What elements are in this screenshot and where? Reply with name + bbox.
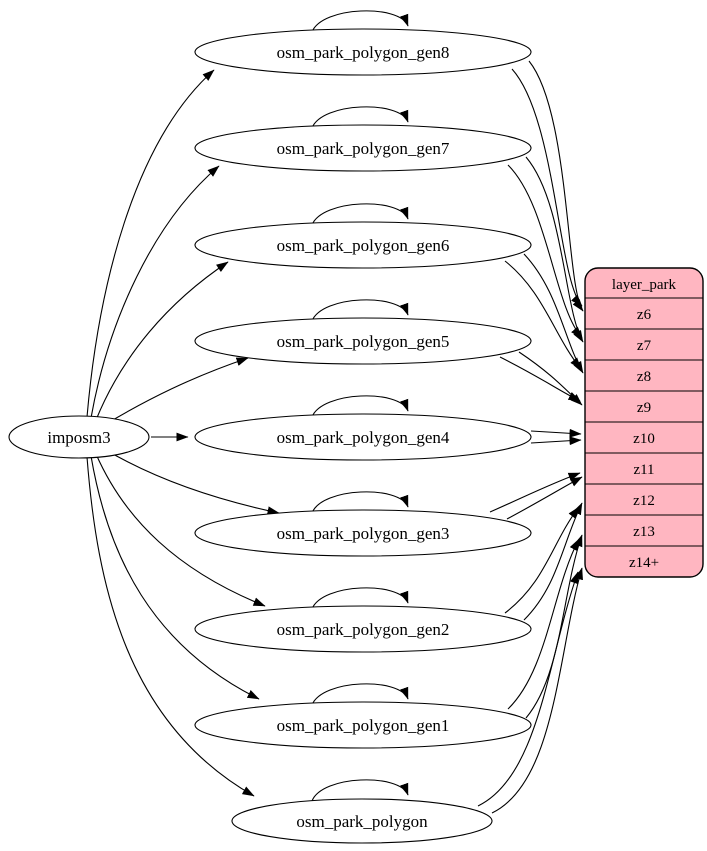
gen6-label: osm_park_polygon_gen6 xyxy=(277,236,450,255)
gen8-ellipse xyxy=(194,28,532,76)
self-loop-gen6 xyxy=(311,203,409,226)
self-loop-gen2 xyxy=(311,587,409,610)
edge-gen4-to-z10-b xyxy=(530,436,582,446)
gen4-label: osm_park_polygon_gen4 xyxy=(277,428,450,447)
gen1-ellipse xyxy=(194,701,532,749)
edge-gen2-to-z12-b xyxy=(523,502,583,621)
self-loop-edges xyxy=(311,10,409,802)
edge-imposm3-to-gen7 xyxy=(90,165,220,419)
gen8-label: osm_park_polygon_gen8 xyxy=(277,43,450,62)
edge-polygon-to-z14-b xyxy=(491,567,583,814)
edge-gen1-to-z13-a xyxy=(507,538,580,710)
layer-row-z9: z9 xyxy=(637,400,651,416)
gen2-ellipse xyxy=(194,605,532,653)
node-osm_park_polygon: osm_park_polygon xyxy=(231,798,493,844)
edge-imposm3-to-gen8 xyxy=(86,69,215,418)
node-osm_park_polygon_gen6: osm_park_polygon_gen6 xyxy=(194,221,532,269)
gen2-label: osm_park_polygon_gen2 xyxy=(277,620,450,639)
edge-imposm3-to-polygon xyxy=(86,456,255,797)
self-loop-gen5 xyxy=(311,299,409,322)
edge-gen7-to-z7-b xyxy=(525,156,584,343)
edge-imposm3-to-gen3 xyxy=(105,449,280,515)
polygon-label: osm_park_polygon xyxy=(296,812,428,831)
edge-imposm3-to-gen6 xyxy=(95,261,229,421)
gen5-label: osm_park_polygon_gen5 xyxy=(277,332,450,351)
edge-gen3-to-z11-b xyxy=(506,476,583,520)
gen7-ellipse xyxy=(194,124,532,172)
edges-to-layer xyxy=(477,60,584,814)
node-osm_park_polygon_gen8: osm_park_polygon_gen8 xyxy=(194,28,532,76)
gen1-label: osm_park_polygon_gen1 xyxy=(277,716,450,735)
edge-imposm3-to-gen2 xyxy=(95,453,266,607)
node-layer_park: layer_park z6 z7 z8 z9 z10 z11 z12 z13 z… xyxy=(584,267,704,578)
node-osm_park_polygon_gen3: osm_park_polygon_gen3 xyxy=(194,509,532,557)
edge-gen6-to-z8-b xyxy=(523,253,584,374)
layer-park-title: layer_park xyxy=(612,277,677,293)
layer-row-z7: z7 xyxy=(637,338,652,354)
edge-gen8-to-z6-a xyxy=(511,68,583,307)
self-loop-gen7 xyxy=(311,106,409,129)
self-loop-gen8 xyxy=(311,10,409,33)
imposm3-ellipse xyxy=(8,415,150,459)
node-osm_park_polygon_gen4: osm_park_polygon_gen4 xyxy=(194,413,532,461)
gen3-ellipse xyxy=(194,509,532,557)
gen6-ellipse xyxy=(194,221,532,269)
layer-row-z14: z14+ xyxy=(629,555,659,571)
self-loop-gen3 xyxy=(311,491,409,514)
node-imposm3: imposm3 xyxy=(8,415,150,459)
edge-gen3-to-z11-a xyxy=(489,472,581,513)
gen5-ellipse xyxy=(194,317,532,365)
edge-imposm3-to-gen1 xyxy=(90,455,260,700)
node-osm_park_polygon_gen2: osm_park_polygon_gen2 xyxy=(194,605,532,653)
edge-gen7-to-z7-a xyxy=(507,164,583,339)
layer-row-z12: z12 xyxy=(633,493,655,509)
edge-gen8-to-z6-b xyxy=(528,60,584,312)
edge-gen1-to-z13-b xyxy=(525,534,583,719)
self-loop-gen4 xyxy=(311,395,409,418)
edges-from-source xyxy=(86,69,280,797)
layer-row-z8: z8 xyxy=(637,369,651,385)
gen7-label: osm_park_polygon_gen7 xyxy=(277,139,450,158)
imposm3-label: imposm3 xyxy=(47,428,110,447)
edge-gen5-to-z9-b xyxy=(518,351,583,406)
edge-polygon-to-z14-a xyxy=(477,571,579,807)
edge-gen4-to-z10-a xyxy=(530,428,582,438)
node-osm_park_polygon_gen5: osm_park_polygon_gen5 xyxy=(194,317,532,365)
layer-row-z6: z6 xyxy=(637,307,652,323)
self-loop-gen1 xyxy=(311,683,409,706)
layer-row-z10: z10 xyxy=(633,431,655,447)
edge-gen2-to-z12-a xyxy=(504,506,580,614)
gen4-ellipse xyxy=(194,413,532,461)
gen3-label: osm_park_polygon_gen3 xyxy=(277,524,450,543)
node-osm_park_polygon_gen7: osm_park_polygon_gen7 xyxy=(194,124,532,172)
polygon-ellipse xyxy=(231,798,493,844)
layer-row-z13: z13 xyxy=(633,524,655,540)
layer-row-z11: z11 xyxy=(633,462,654,478)
edge-imposm3-to-gen5 xyxy=(105,357,249,425)
edge-gen6-to-z8-a xyxy=(504,260,582,370)
edge-gen5-to-z9-a xyxy=(499,356,581,402)
node-osm_park_polygon_gen1: osm_park_polygon_gen1 xyxy=(194,701,532,749)
self-loop-polygon xyxy=(311,779,409,802)
